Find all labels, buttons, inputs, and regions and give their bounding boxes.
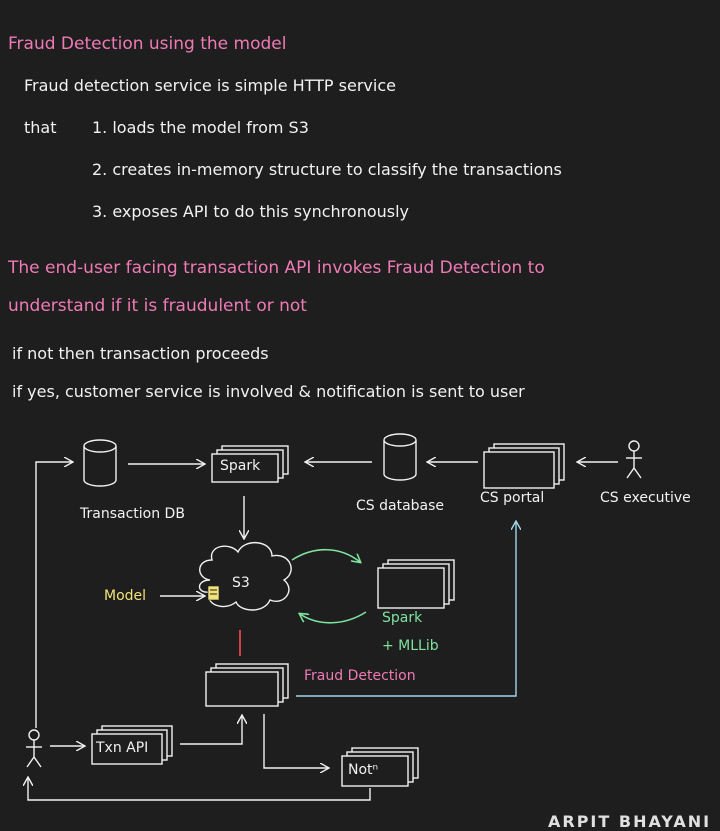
cs-portal-box <box>483 443 565 489</box>
txn-api-label: Txn API <box>96 740 149 756</box>
cs-executive-person-icon <box>626 440 642 479</box>
arrow-txnapi-to-fraud-detection <box>180 716 242 745</box>
transaction-db-label: Transaction DB <box>80 506 185 522</box>
spark-mllib-label-line2: + MLLib <box>382 638 439 654</box>
notes-item1: 1. loads the model from S3 <box>92 118 309 137</box>
fraud-detection-label: Fraud Detection <box>304 668 416 684</box>
cs-database-label: CS database <box>356 498 445 514</box>
notes-if-not: if not then transaction proceeds <box>12 344 269 363</box>
arrow-notification-to-user <box>28 778 371 801</box>
author-watermark: ARPIT BHAYANI <box>548 812 712 831</box>
notes-title: Fraud Detection using the model <box>8 34 287 54</box>
spark-mllib-box <box>377 559 455 609</box>
cs-database-cylinder <box>383 433 417 481</box>
notes-para1-line1: The end-user facing transaction API invo… <box>8 258 545 278</box>
notes-that-label: that <box>24 118 57 137</box>
arrow-fraud-detection-to-cs-portal <box>296 522 516 697</box>
notification-box <box>341 747 419 787</box>
notes-para1-line2: understand if it is fraudulent or not <box>8 296 307 316</box>
s3-label: S3 <box>232 575 250 591</box>
arrow-s3-to-spark-mllib <box>291 549 360 562</box>
cs-executive-label: CS executive <box>600 490 691 506</box>
fraud-detection-box <box>205 663 289 707</box>
model-label: Model <box>104 588 147 604</box>
cs-portal-label: CS portal <box>480 490 545 506</box>
arrow-txnapi-to-transaction-db <box>35 462 72 728</box>
notes-if-yes: if yes, customer service is involved & n… <box>12 382 525 401</box>
end-user-person-icon <box>26 729 42 768</box>
spark-mllib-label-line1: Spark <box>382 610 423 626</box>
txn-api-box <box>91 725 173 765</box>
spark-box <box>211 445 289 483</box>
notes-line1: Fraud detection service is simple HTTP s… <box>24 76 396 95</box>
transaction-db-cylinder <box>83 439 117 487</box>
notification-label: Notⁿ <box>348 762 379 778</box>
model-file-icon <box>207 585 220 601</box>
arrow-fraud-detection-to-notification <box>263 714 328 768</box>
notes-item2: 2. creates in-memory structure to classi… <box>92 160 562 179</box>
s3-cloud <box>198 542 292 611</box>
arrow-spark-mllib-to-s3 <box>300 611 367 624</box>
spark-label: Spark <box>220 458 261 474</box>
notes-item3: 3. exposes API to do this synchronously <box>92 202 410 221</box>
